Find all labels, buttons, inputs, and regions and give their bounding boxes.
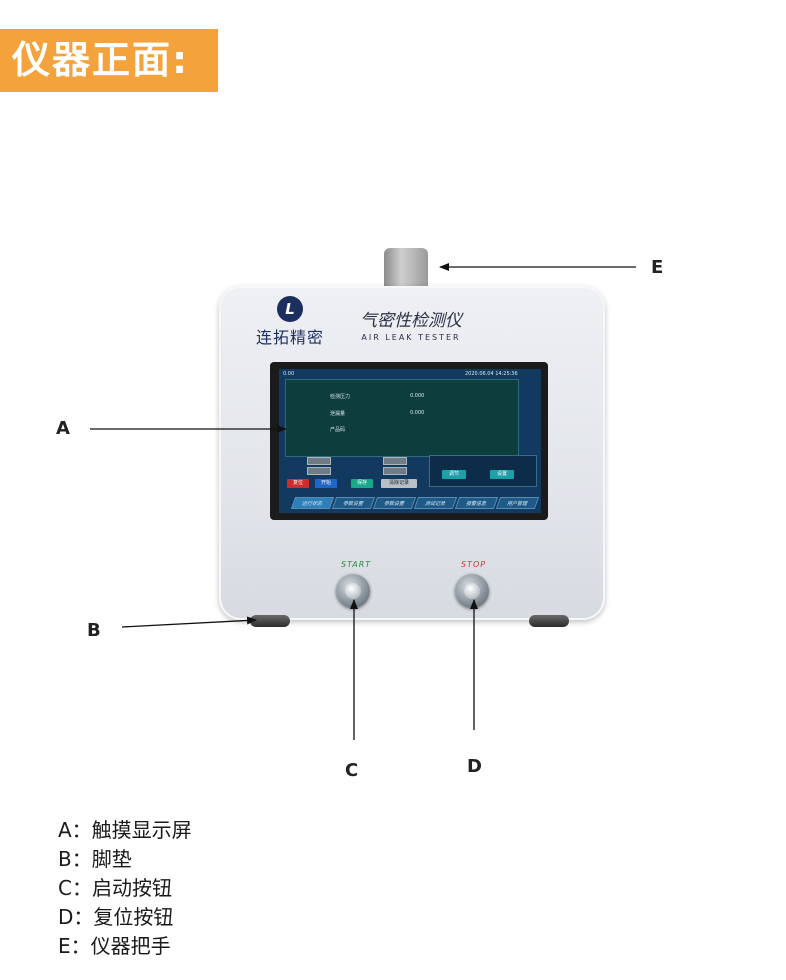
stop-label: STOP xyxy=(461,560,487,569)
callout-b: B xyxy=(87,620,101,641)
foot-right xyxy=(529,615,569,627)
panel-button[interactable]: 设置 xyxy=(490,470,514,479)
callout-d: D xyxy=(467,756,482,777)
reading-label: 检测压力 xyxy=(330,394,351,400)
model-name-cn: 气密性检测仪 xyxy=(360,311,462,331)
callout-a: A xyxy=(56,418,70,439)
reading-label: 产品码 xyxy=(330,427,346,433)
brand-name: 连拓精密 xyxy=(255,328,324,347)
param-field[interactable] xyxy=(307,457,331,465)
callout-e: E xyxy=(651,257,664,278)
touch-screen[interactable]: 0.00 2020.06.04 14:25:36 检测压力 0.000 泄漏量 … xyxy=(279,369,541,513)
callout-c: C xyxy=(345,760,359,781)
callout-line-b xyxy=(121,616,257,628)
param-field[interactable] xyxy=(383,457,407,465)
start-label: START xyxy=(341,560,372,569)
panel-button[interactable]: 调节 xyxy=(442,470,466,479)
reading-value: 0.000 xyxy=(410,393,425,399)
param-field[interactable] xyxy=(307,467,331,475)
screen-timestamp: 2020.06.04 14:25:36 xyxy=(465,371,518,377)
page-title: 仪器正面: xyxy=(0,29,218,92)
legend-item: B：脚垫 xyxy=(58,847,132,871)
legend-item: C：启动按钮 xyxy=(58,876,172,900)
legend-item: A：触摸显示屏 xyxy=(58,818,192,842)
reset-screen-button[interactable]: 复位 xyxy=(287,479,309,488)
model-label: 气密性检测仪 AIR LEAK TESTER xyxy=(352,306,470,342)
start-screen-button[interactable]: 开始 xyxy=(315,479,337,488)
legend: A：触摸显示屏 B：脚垫 C：启动按钮 D：复位按钮 E：仪器把手 xyxy=(58,816,192,961)
reading-value: 0.000 xyxy=(410,410,425,416)
clear-records-button[interactable]: 清除记录 xyxy=(381,479,417,488)
model-name-en: AIR LEAK TESTER xyxy=(361,333,461,342)
pressure-graph: 检测压力 0.000 泄漏量 0.000 产品码 xyxy=(285,379,519,457)
save-screen-button[interactable]: 保存 xyxy=(351,479,373,488)
legend-item: E：仪器把手 xyxy=(58,934,171,958)
brand-mark-icon: L xyxy=(277,296,303,322)
foot-left xyxy=(250,615,290,627)
legend-item: D：复位按钮 xyxy=(58,905,174,929)
param-field[interactable] xyxy=(383,467,407,475)
device-handle xyxy=(384,248,428,290)
brand-logo: L 连拓精密 xyxy=(246,296,334,350)
screen-top-value: 0.00 xyxy=(283,371,295,377)
side-panel: 调节 设置 xyxy=(429,455,537,487)
reading-label: 泄漏量 xyxy=(330,411,346,417)
